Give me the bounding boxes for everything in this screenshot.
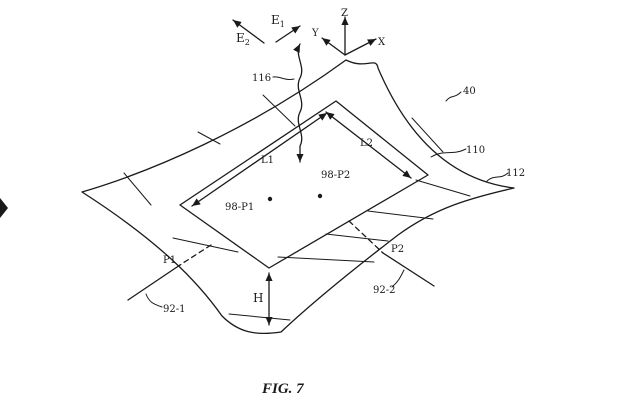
surface-line [277, 256, 375, 263]
label-40: 40 [463, 86, 476, 97]
surface-line [367, 210, 434, 220]
surface-line [415, 179, 471, 197]
wave-116-arrow [293, 43, 304, 163]
l1-label: L1 [261, 155, 274, 166]
label-112: 112 [506, 168, 525, 179]
leader-92-2 [391, 269, 405, 288]
e2-field-arrow [232, 19, 265, 44]
figure-caption: FIG. 7 [261, 381, 304, 397]
l1-dimension-arrow [191, 112, 328, 207]
surface-line [172, 237, 239, 253]
plane-p2-line [382, 252, 435, 287]
plate-110 [179, 100, 429, 269]
z-axis-label: Z [341, 8, 348, 19]
leader-40 [445, 91, 462, 102]
surface-line [123, 172, 152, 206]
label-92-1: 92-1 [163, 304, 185, 315]
label-p2: P2 [391, 244, 404, 255]
plane-p2-dashed-line [348, 220, 384, 254]
surface-40 [81, 59, 515, 335]
e1-field-arrow [275, 25, 301, 43]
leader-112 [486, 172, 509, 182]
x-axis-arrow [344, 38, 377, 56]
label-h: H [253, 291, 263, 305]
x-axis-label: X [378, 37, 386, 48]
label-110: 110 [466, 145, 485, 156]
e2-label: E2 [236, 31, 250, 47]
point-98-p2 [317, 193, 323, 199]
label-p1: P1 [163, 255, 176, 266]
y-axis-arrow [321, 37, 346, 56]
e1-label: E1 [271, 13, 285, 29]
point-98-p1 [267, 196, 273, 202]
l2-dimension-arrow [325, 111, 412, 179]
l2-label: L2 [360, 138, 373, 149]
leader-110 [430, 148, 467, 158]
surface-line [411, 117, 444, 153]
point-98-p1-label: 98-P1 [225, 202, 254, 213]
plane-p1-dashed-line [179, 244, 212, 266]
label-116: 116 [252, 73, 271, 84]
surface-line [325, 233, 389, 242]
label-92-2: 92-2 [373, 285, 395, 296]
point-98-p2-label: 98-P2 [321, 170, 350, 181]
plane-p1-line [127, 264, 181, 301]
surface-line [228, 313, 291, 321]
y-axis-label: Y [311, 28, 319, 39]
leader-116 [272, 76, 295, 80]
edge-marker-icon [0, 198, 8, 218]
leader-92-1 [145, 293, 163, 308]
